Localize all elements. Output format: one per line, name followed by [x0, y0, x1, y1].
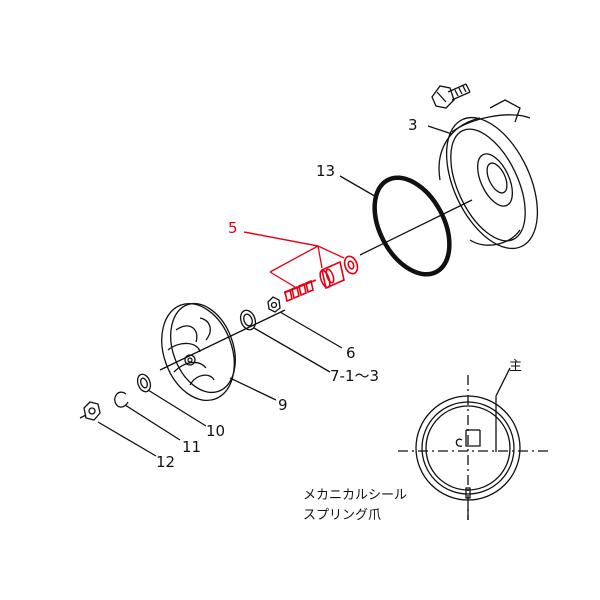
label-part-9: 9 — [278, 396, 288, 414]
label-part-13: 13 — [316, 162, 336, 180]
left-axis-line — [159, 309, 286, 371]
leader-lines-part-5 — [243, 231, 345, 288]
nut-part-12 — [79, 401, 101, 421]
mechanical-seal-part-5 — [283, 255, 359, 303]
bolt-part — [431, 83, 471, 109]
shaft-axis-line — [359, 199, 473, 256]
label-part-7: 7-1～3 — [330, 367, 380, 385]
label-part-6: 6 — [346, 344, 356, 362]
o-ring-part-13 — [372, 175, 452, 277]
label-part-10: 10 — [206, 422, 226, 440]
label-part-12: 12 — [156, 453, 176, 471]
label-part-5: 5 — [228, 219, 238, 237]
washer-part-7 — [239, 309, 257, 331]
leader-lines — [97, 125, 453, 457]
mech-seal-label: メカニカルシール — [303, 488, 408, 503]
inset-top-label: 主 — [509, 359, 523, 374]
impeller-part-9 — [161, 302, 236, 402]
spring-washer-part-11 — [114, 391, 129, 408]
label-part-11: 11 — [182, 438, 202, 456]
label-part-3: 3 — [408, 116, 418, 134]
nut-part-6 — [267, 296, 281, 313]
housing-part-3 — [438, 99, 539, 250]
spring-label: スプリング爪 — [303, 508, 382, 523]
inset-detail-view — [398, 367, 548, 520]
washer-part-10 — [136, 373, 152, 393]
